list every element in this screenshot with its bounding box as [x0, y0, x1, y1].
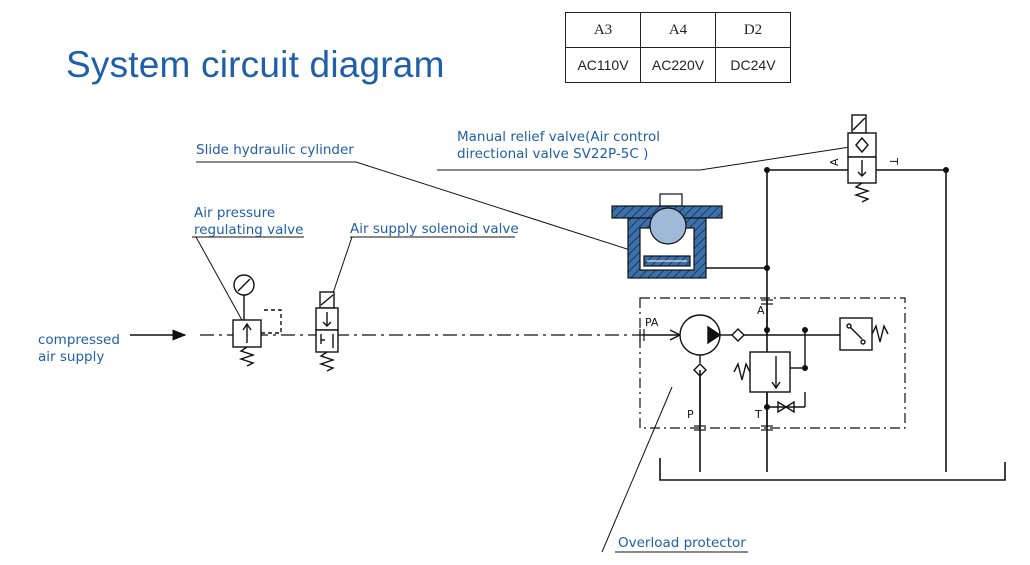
manual-relief-label-line1: Manual relief valve(Air control [457, 129, 660, 145]
leader-overload [601, 386, 748, 553]
manual-relief-valve [847, 114, 877, 203]
manual-relief-label: Manual relief valve(Air control directio… [457, 129, 660, 163]
relief-valve-block [749, 351, 791, 393]
voltage-value-ac110v: AC110V [565, 47, 641, 83]
air-supply-solenoid-label: Air supply solenoid valve [350, 221, 519, 237]
pressure-switch-icon [839, 317, 873, 351]
leader-air-pressure [192, 236, 304, 323]
port-pa: PA [645, 316, 659, 329]
port-ticks [639, 299, 773, 431]
air-pressure-regulating-valve [232, 274, 282, 367]
compressed-air-label-line2: air supply [38, 349, 105, 365]
voltage-value-dc24v: DC24V [715, 47, 791, 83]
slide-hydraulic-cylinder [611, 193, 723, 279]
air-pressure-label-line2: regulating valve [194, 222, 304, 238]
air-supply-solenoid-valve [315, 291, 339, 372]
overload-internals [642, 298, 889, 428]
port-t-relief: T [887, 157, 900, 165]
compressed-air-label: compressed air supply [38, 332, 120, 366]
port-t: T [754, 408, 762, 421]
slide-cylinder-label: Slide hydraulic cylinder [196, 142, 354, 158]
air-pressure-label-line1: Air pressure [194, 205, 276, 221]
overload-protector-box [639, 297, 906, 429]
leader-slide-cylinder [196, 161, 656, 259]
leader-solenoid [329, 236, 515, 303]
page-title: System circuit diagram [66, 44, 445, 85]
compressed-air-label-line1: compressed [38, 332, 120, 348]
voltage-table-value-row: AC110V AC220V DC24V [565, 47, 791, 83]
port-p: P [687, 408, 694, 421]
voltage-table: A3 A4 D2 AC110V AC220V DC24V [565, 12, 791, 83]
port-a: A [757, 304, 765, 317]
junction-dots [764, 167, 949, 410]
port-a-relief: A [828, 158, 841, 166]
voltage-table-header-row: A3 A4 D2 [565, 12, 791, 48]
leader-lines [192, 146, 851, 553]
manual-relief-label-line2: directional valve SV22P-5C ) [457, 146, 649, 162]
air-pressure-label: Air pressure regulating valve [194, 205, 303, 239]
leader-manual-relief [437, 146, 851, 171]
voltage-header-a4: A4 [640, 12, 716, 48]
voltage-header-a3: A3 [565, 12, 641, 48]
overload-protector-label: Overload protector [618, 535, 746, 551]
voltage-value-ac220v: AC220V [640, 47, 716, 83]
voltage-header-d2: D2 [715, 12, 791, 48]
